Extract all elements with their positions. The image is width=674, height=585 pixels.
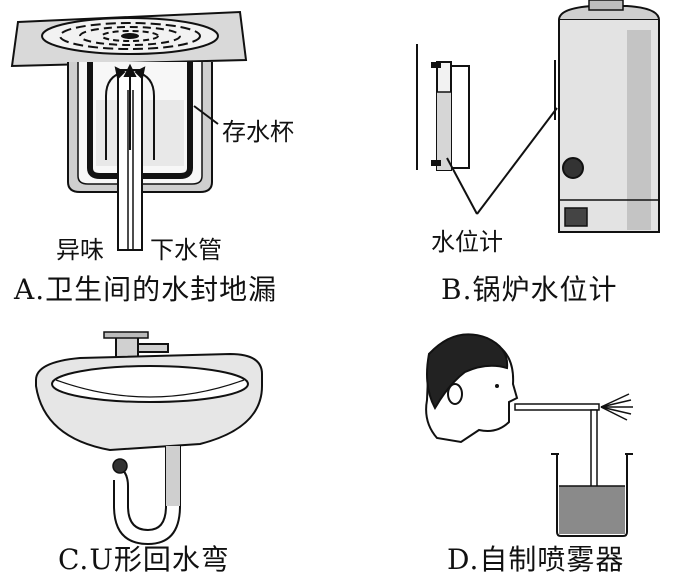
- caption-c: C.U形回水弯: [58, 543, 230, 576]
- panel-a: 存水杯 异味 下水管 A.卫生间的水封地漏: [0, 0, 337, 310]
- beaker: [551, 453, 633, 537]
- panel-d: D.自制喷雾器: [337, 310, 674, 585]
- panel-c: C.U形回水弯: [0, 310, 337, 585]
- cup-label: 存水杯: [222, 118, 294, 146]
- water-level-gauge: [416, 44, 470, 171]
- spray-mist: [600, 393, 633, 421]
- caption-d: D.自制喷雾器: [447, 543, 625, 576]
- boiler-illustration: [416, 0, 661, 233]
- caption-b: B.锅炉水位计: [441, 273, 618, 306]
- caption-a: A.卫生间的水封地漏: [14, 273, 278, 306]
- gauge-label: 水位计: [431, 228, 503, 256]
- pipe-label: 下水管: [150, 236, 222, 264]
- cup-leader-line: [193, 105, 219, 125]
- odor-label: 异味: [56, 236, 104, 264]
- odor-flow-arrows: [105, 63, 155, 160]
- drain-grate: [10, 10, 248, 68]
- blow-straw: [514, 403, 600, 411]
- wall-outlet: [112, 458, 128, 474]
- panel-b: 水位计 B.锅炉水位计: [337, 0, 674, 310]
- sink-illustration: [35, 331, 263, 546]
- sprayer-illustration: [425, 333, 633, 537]
- boiler-tank: [554, 0, 661, 233]
- floor-drain-illustration: [10, 10, 248, 251]
- faucet: [103, 331, 169, 359]
- person-head: [425, 333, 519, 444]
- gauge-pointer-lines: [446, 107, 558, 215]
- u-trap-pipe: [113, 446, 181, 546]
- sink-basin: [35, 352, 263, 452]
